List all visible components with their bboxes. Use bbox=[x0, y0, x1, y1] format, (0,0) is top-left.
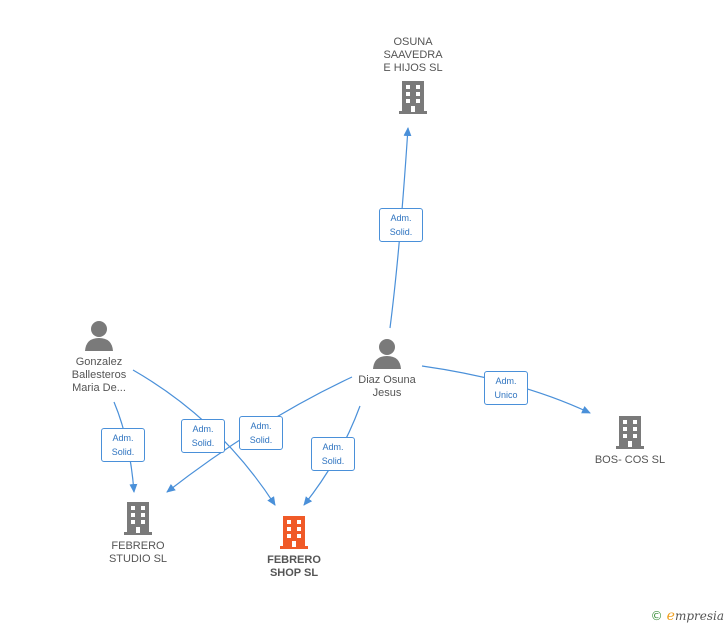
node-label: FEBRERO STUDIO SL bbox=[108, 540, 168, 565]
empresia-watermark: ©empresia bbox=[651, 608, 724, 624]
node-febrero-studio[interactable]: FEBRERO STUDIO SL bbox=[88, 500, 188, 566]
node-gonzalez-ballesteros[interactable]: Gonzalez Ballesteros Maria De... bbox=[54, 320, 144, 395]
node-label: OSUNA SAAVEDRA E HIJOS SL bbox=[383, 36, 443, 74]
edge-label-diaz-osuna[interactable]: Adm. Solid. bbox=[379, 208, 423, 242]
person-icon bbox=[85, 321, 113, 351]
edge-label-diaz-febrero-studio[interactable]: Adm. Solid. bbox=[239, 416, 283, 450]
building-icon bbox=[124, 502, 152, 535]
edge-label-diaz-febrero-shop[interactable]: Adm. Solid. bbox=[311, 437, 355, 471]
building-icon bbox=[280, 516, 308, 549]
edge-label-gonzalez-febrero-shop[interactable]: Adm. Solid. bbox=[181, 419, 225, 453]
node-label: BOS- COS SL bbox=[594, 454, 666, 466]
node-bos-cos[interactable]: BOS- COS SL bbox=[578, 414, 682, 467]
node-label: Diaz Osuna Jesus bbox=[358, 374, 416, 399]
node-osuna-saavedra[interactable]: OSUNA SAAVEDRA E HIJOS SL bbox=[363, 36, 463, 115]
brand-name: mpresia bbox=[674, 609, 724, 623]
edge-label-gonzalez-febrero-studio[interactable]: Adm. Solid. bbox=[101, 428, 145, 462]
copyright-icon: © bbox=[650, 609, 663, 623]
node-label: FEBRERO SHOP SL bbox=[267, 554, 321, 579]
person-icon bbox=[373, 339, 401, 369]
edge-label-diaz-boscos[interactable]: Adm. Unico bbox=[484, 371, 528, 405]
building-icon bbox=[399, 81, 427, 114]
node-diaz-osuna[interactable]: Diaz Osuna Jesus bbox=[342, 338, 432, 400]
node-febrero-shop[interactable]: FEBRERO SHOP SL bbox=[244, 514, 344, 580]
brand-initial: e bbox=[666, 608, 675, 624]
building-icon bbox=[616, 416, 644, 449]
node-label: Gonzalez Ballesteros Maria De... bbox=[71, 356, 127, 394]
